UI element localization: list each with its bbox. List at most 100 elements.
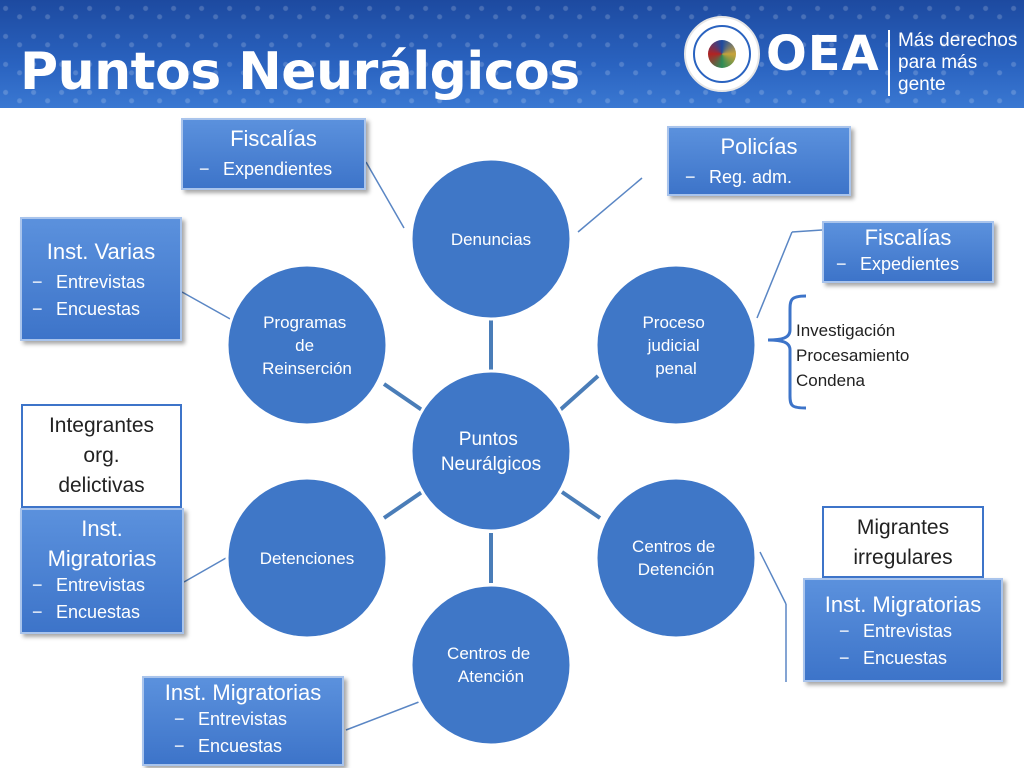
node-proceso-label: Proceso judicial penal: [642, 313, 709, 378]
box-integrantes-line-1: Integrantes: [48, 414, 155, 437]
list-item: −Expendientes: [199, 159, 333, 179]
bracket-item-investigacion: Investigación: [796, 321, 896, 340]
connector-proceso: [558, 374, 600, 412]
connector-centros-detencion: [560, 490, 602, 520]
box-inst-migratorias-right: Inst. Migratorias −Entrevistas −Encuesta…: [803, 578, 1003, 682]
box-fiscalias-top-title: Fiscalías: [230, 126, 317, 151]
list-item: −Encuestas: [174, 736, 283, 756]
callout-inst-migratorias-bottom: [345, 699, 425, 731]
list-item: −Expedientes: [836, 254, 960, 274]
callout-lines: [181, 161, 823, 731]
slogan-line-1: Más derechos: [898, 30, 1018, 51]
node-centros-detencion: Centros de Detención: [594, 476, 758, 640]
node-denuncias-line-1: Denuncias: [451, 230, 531, 249]
center-connectors: [382, 318, 602, 583]
node-centros-atencion-label: Centros de Atención: [447, 644, 535, 686]
connector-detenciones: [382, 490, 424, 520]
node-centros-atencion-line-2: Atención: [458, 667, 524, 686]
box-inst-migratorias-left-list: −Entrevistas −Encuestas: [22, 572, 182, 626]
node-detenciones: Detenciones: [225, 476, 389, 640]
node-center-circle: [409, 369, 573, 533]
callout-inst-varias: [181, 291, 233, 321]
box-integrantes: Integrantes org. delictivas: [21, 404, 182, 508]
bracket-list: Investigación Procesamiento Condena: [796, 318, 909, 393]
node-proceso: Proceso judicial penal: [594, 263, 758, 427]
box-fiscalias-right: Fiscalías −Expedientes: [822, 221, 994, 283]
node-detenciones-circle: [225, 476, 389, 640]
box-integrantes-line-2: org.: [83, 444, 120, 467]
node-centros-atencion-circle: [409, 583, 573, 747]
box-inst-varias-title: Inst. Varias: [46, 239, 156, 264]
list-item: −Entrevistas: [839, 621, 953, 641]
node-proceso-line-3: penal: [655, 359, 697, 378]
box-fiscalias-top: Fiscalías −Expendientes: [181, 118, 366, 190]
callout-inst-migratorias-left: [183, 557, 227, 583]
brand-name: OEA: [766, 26, 880, 82]
node-centros-atencion-line-1: Centros de: [447, 644, 530, 663]
box-integrantes-line-3: delictivas: [58, 474, 145, 497]
node-detenciones-line-1: Detenciones: [260, 549, 355, 568]
brand-slogan: Más derechos para más gente: [888, 30, 1024, 96]
box-migrantes-line-1: Migrantes: [856, 516, 950, 539]
node-denuncias: Denuncias: [409, 157, 573, 321]
box-fiscalias-top-list: −Expendientes: [183, 156, 364, 183]
list-item: −Encuestas: [32, 299, 141, 319]
list-item: −Entrevistas: [174, 709, 288, 729]
box-fiscalias-right-list: −Expedientes: [824, 251, 992, 278]
box-fiscalias-right-title: Fiscalías: [864, 225, 952, 250]
box-inst-varias-list: −Entrevistas −Encuestas: [22, 269, 180, 323]
oea-seal-icon: [684, 16, 760, 92]
node-programas-label: Programas de Reinserción: [262, 313, 352, 378]
node-centros-detencion-line-2: Detención: [638, 560, 715, 579]
node-center-line-1: Puntos: [459, 429, 518, 450]
callout-fiscalias-top: [365, 161, 405, 229]
node-programas-circle: [225, 263, 389, 427]
box-inst-migratorias-right-title: Inst. Migratorias: [824, 592, 982, 617]
bracket-shape: [767, 294, 807, 410]
node-centros-detencion-label: Centros de Detención: [632, 537, 720, 579]
node-center-line-2: Neurálgicos: [441, 454, 541, 475]
node-programas: Programas de Reinserción: [225, 263, 389, 427]
box-inst-migratorias-bottom-title: Inst. Migratorias: [164, 680, 322, 705]
node-detenciones-label: Detenciones: [260, 549, 355, 568]
list-item: −Encuestas: [32, 602, 141, 622]
node-center: Puntos Neurálgicos: [409, 369, 573, 533]
box-inst-varias: Inst. Varias −Entrevistas −Encuestas: [20, 217, 182, 341]
page-title: Puntos Neurálgicos: [20, 42, 580, 102]
header-pattern: [0, 0, 1024, 108]
node-denuncias-label: Denuncias: [451, 230, 531, 249]
box-inst-migratorias-bottom: Inst. Migratorias −Entrevistas −Encuesta…: [142, 676, 344, 766]
box-policias: Policías −Reg. adm.: [667, 126, 851, 196]
box-policias-list: −Reg. adm.: [669, 164, 849, 191]
list-item: −Entrevistas: [32, 272, 146, 292]
bracket-item-condena: Condena: [796, 371, 866, 390]
node-proceso-line-2: judicial: [647, 336, 700, 355]
callout-inst-migratorias-right: [759, 551, 787, 605]
bracket-item-procesamiento: Procesamiento: [796, 346, 910, 365]
box-migrantes: Migrantes irregulares: [822, 506, 984, 578]
node-proceso-circle: [594, 263, 758, 427]
list-item: −Encuestas: [839, 648, 948, 668]
box-inst-migratorias-left: Inst. Migratorias −Entrevistas −Encuesta…: [20, 508, 184, 634]
node-proceso-line-1: Proceso: [642, 313, 704, 332]
slogan-line-2: para más gente: [898, 52, 978, 95]
box-inst-migratorias-left-title-2: Migratorias: [47, 546, 157, 571]
callout-fiscalias-right: [791, 229, 823, 233]
node-centros-detencion-line-1: Centros de: [632, 537, 715, 556]
connector-programas: [382, 382, 424, 412]
node-programas-line-1: Programas: [263, 313, 346, 332]
node-centros-atencion: Centros de Atención: [409, 583, 573, 747]
callout-policias: [577, 177, 643, 233]
node-programas-line-3: Reinserción: [262, 359, 352, 378]
node-programas-line-2: de: [295, 336, 314, 355]
callout-fiscalias-right-2: [756, 231, 793, 319]
node-centros-detencion-circle: [594, 476, 758, 640]
node-center-label: Puntos Neurálgicos: [441, 429, 541, 475]
box-inst-migratorias-right-list: −Entrevistas −Encuestas: [805, 618, 1001, 672]
box-inst-migratorias-left-title-1: Inst.: [81, 516, 123, 541]
list-item: −Entrevistas: [32, 575, 146, 595]
header-banner: Puntos Neurálgicos OEA Más derechos para…: [0, 0, 1024, 108]
box-inst-migratorias-bottom-list: −Entrevistas −Encuestas: [144, 706, 342, 760]
box-policias-title: Policías: [720, 134, 798, 159]
